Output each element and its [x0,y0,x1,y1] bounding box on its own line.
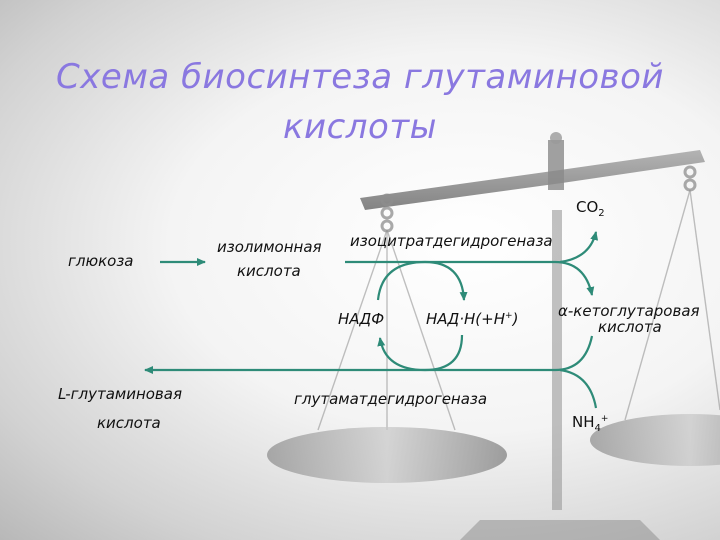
left-pan-strings [317,229,456,431]
label-glutamate-dehydrogenase: глутаматдегидрогеназа [294,390,488,408]
arrow-nh4-uptake [559,368,598,409]
label-co2: CO2 [576,198,605,219]
page-title-line-1: Схема биосинтеза глутаминовой [56,57,664,97]
arrow-nadph-to-nadp [377,334,464,372]
label-l-glutamic-2: кислота [97,414,161,432]
label-isocitric-acid-1: изолимонная [217,238,322,256]
label-isocitric-acid-2: кислота [237,262,301,280]
label-glucose: глюкоза [68,252,134,270]
label-nh4: NH4+ [572,413,609,434]
label-ketoglutarate-2: кислота [598,318,662,336]
label-nadp: НАДФ [338,310,385,328]
page-title-line-2: кислоты [282,107,437,147]
scale-post [552,210,562,510]
scale-base [460,520,660,540]
right-pan-strings [624,189,720,421]
scale-beam [360,150,705,210]
right-pan [590,414,720,466]
arrow-nadp-to-nadph [376,260,468,301]
arrow-co2-release [559,231,599,264]
label-ketoglutarate-1: α-кетоглутаровая [558,302,700,320]
label-l-glutamic-1: L-глутаминовая [58,385,182,403]
arrow-curve-to-ketoglutarate [554,260,595,296]
label-isocitrate-dehydrogenase: изоцитратдегидрогеназа [350,232,553,250]
scale-post-top [548,140,564,190]
label-nadph: НАД·Н(+Н+) [426,310,519,328]
left-pan [267,427,507,483]
arrow-curve-from-ketoglutarate [554,335,594,372]
